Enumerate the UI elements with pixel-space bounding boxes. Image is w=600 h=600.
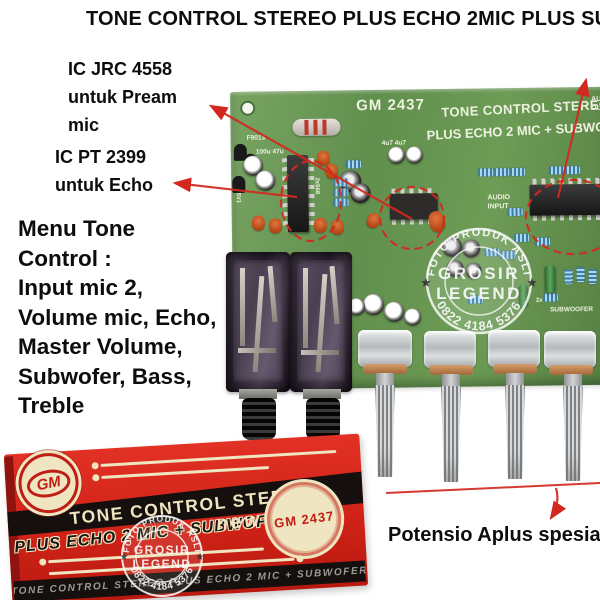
- product-box: TONE CONTROL STEREO PLUS ECHO 2 MIC + SU…: [3, 433, 369, 600]
- jack-barrel: [242, 398, 276, 440]
- resistor: [576, 267, 585, 283]
- pot-nut: [506, 373, 524, 386]
- capacitor: [518, 284, 529, 307]
- potentiometer-3: [488, 330, 542, 480]
- resistor: [500, 251, 516, 260]
- pcb-silk-title1: TONE CONTROL STEREO: [440, 96, 600, 120]
- pot-body: [544, 331, 596, 368]
- jack-contact: [240, 268, 245, 346]
- capacitor: [426, 209, 448, 234]
- pot-nut: [376, 373, 394, 386]
- jack-bushing: [303, 389, 341, 399]
- ic-legs: [307, 157, 315, 230]
- resistor: [478, 168, 494, 177]
- page-title: TONE CONTROL STEREO PLUS ECHO 2MIC PLUS …: [86, 8, 600, 30]
- jack-bushing: [239, 389, 277, 399]
- gm-badge-text: GM 2437: [273, 507, 336, 531]
- power-resistor: [292, 118, 341, 137]
- resistor: [333, 178, 349, 187]
- resistor: [588, 268, 597, 285]
- capacitor: [544, 265, 556, 293]
- pot-shaft: [505, 385, 525, 479]
- pcb-silk-4u7: 4u7 4u7: [381, 139, 406, 147]
- mic-jack-socket-1: [226, 252, 290, 440]
- transistor: [232, 175, 246, 193]
- capacitor: [404, 308, 422, 326]
- pot-body: [424, 331, 476, 368]
- resistor: [507, 207, 523, 217]
- jack-barrel: [306, 398, 340, 440]
- pot-washer: [549, 365, 593, 375]
- potentiometer-1: [358, 330, 412, 480]
- jack-contact: [303, 268, 308, 348]
- label-potensio: Potensio Aplus spesial: [388, 524, 600, 546]
- pot-shaft: [375, 385, 395, 477]
- resistor: [333, 188, 349, 197]
- pcb-silk-subwoofer: SUBWOOFER: [550, 305, 594, 314]
- capacitor: [255, 170, 276, 191]
- pcb-silk-model: GM 2437: [356, 96, 426, 115]
- resistor: [345, 160, 362, 169]
- potentiometer-2: [424, 331, 478, 482]
- capacitor: [313, 217, 327, 233]
- pcb-silk-audio-out: AUDIO OUT: [591, 95, 600, 112]
- pot-body: [358, 330, 412, 367]
- capacitor: [364, 211, 382, 230]
- pot-nut: [564, 374, 582, 387]
- ic-tone-control: [529, 183, 600, 216]
- resistor: [565, 166, 581, 175]
- ic-pt2399-echo: [286, 154, 309, 233]
- capacitor: [405, 146, 424, 164]
- capacitor: [268, 218, 282, 234]
- resistor: [535, 237, 551, 246]
- capacitor: [251, 215, 265, 231]
- jack-contact: [238, 348, 276, 353]
- resistor: [542, 293, 558, 302]
- capacitor: [446, 259, 464, 277]
- resistor-stripe: [322, 119, 327, 135]
- pot-shaft: [563, 386, 583, 481]
- mounting-hole: [240, 100, 256, 116]
- capacitor: [350, 183, 371, 204]
- pcb-silk-f9013: F9013: [246, 134, 266, 142]
- gm-logo-text: GM: [24, 465, 73, 501]
- resistor: [514, 233, 530, 243]
- pot-body: [488, 330, 540, 367]
- capacitor: [362, 293, 385, 316]
- pot-washer: [429, 365, 473, 375]
- resistor-stripe: [313, 119, 318, 135]
- jack-contact: [301, 350, 339, 355]
- pot-nut: [442, 374, 460, 387]
- resistor: [510, 167, 526, 177]
- resistor: [333, 198, 349, 207]
- menu-tone-control-text: Menu Tone Control : Input mic 2, Volume …: [18, 216, 217, 418]
- arrow-to-potensio: [549, 487, 567, 521]
- potentiometer-4: [544, 331, 598, 481]
- pot-washer: [493, 364, 537, 374]
- resistor: [494, 168, 510, 177]
- label-ic-pt2399: IC PT 2399 untuk Echo: [55, 147, 153, 195]
- resistor: [549, 166, 565, 175]
- capacitor: [462, 239, 481, 258]
- resistor: [564, 269, 573, 285]
- red-underline: [385, 482, 600, 494]
- pcb-silk-title2: PLUS ECHO 2 MIC + SUBWOFER: [426, 117, 600, 143]
- capacitor: [383, 301, 405, 322]
- resistor: [484, 248, 500, 257]
- pot-washer: [363, 364, 407, 374]
- capacitor: [465, 262, 482, 279]
- pcb-silk-caps: 100u 47u: [255, 148, 284, 156]
- capacitor: [325, 163, 339, 179]
- capacitor: [330, 219, 344, 235]
- pot-shaft: [441, 386, 461, 482]
- label-ic-jrc4558: IC JRC 4558 untuk Pream mic: [68, 59, 178, 135]
- capacitor: [387, 146, 406, 164]
- mic-jack-socket-2: [290, 252, 352, 440]
- capacitor: [442, 236, 463, 258]
- pcb-silk-2x568: 2x568: [313, 177, 320, 195]
- pcb-silk-5v1: 5V1: [234, 192, 241, 204]
- resistor: [467, 295, 483, 304]
- resistor-stripe: [304, 119, 309, 135]
